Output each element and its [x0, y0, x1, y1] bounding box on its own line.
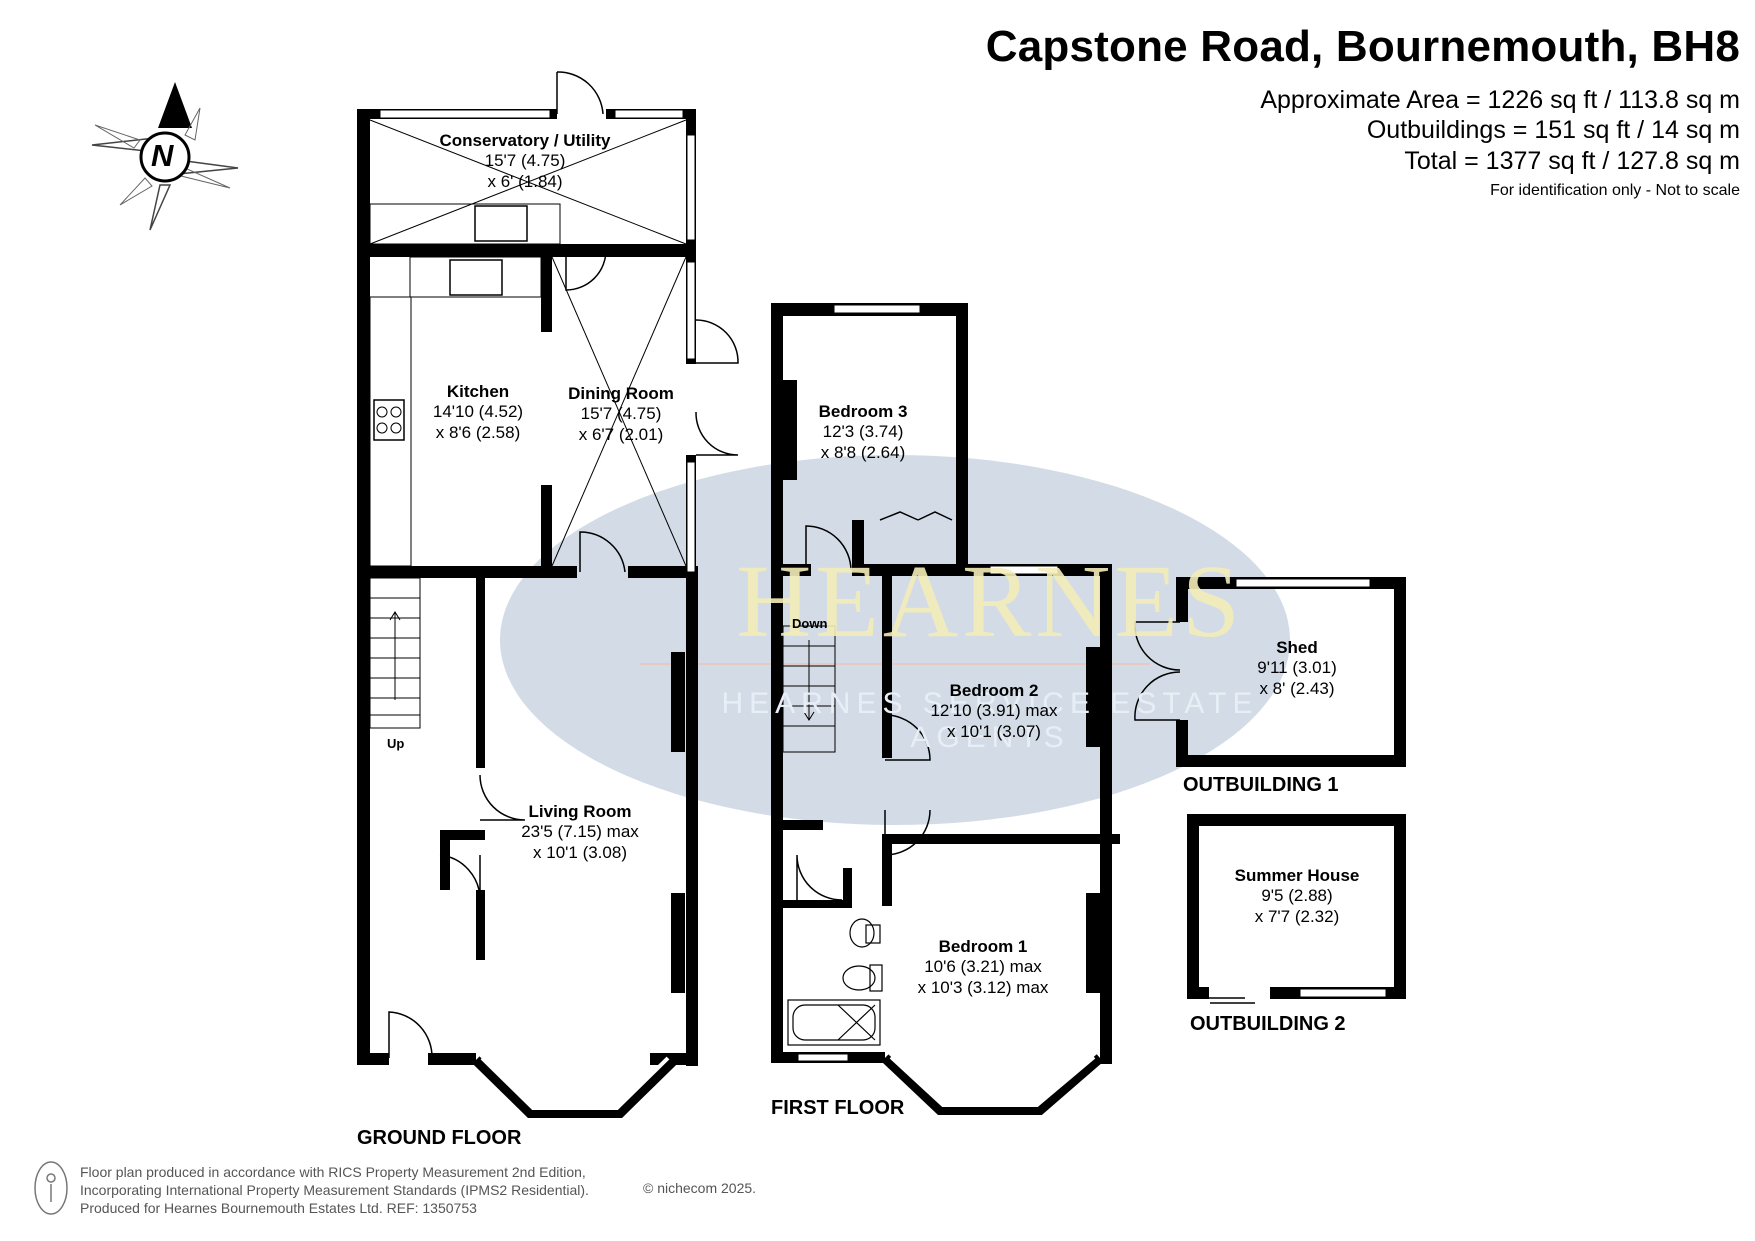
first-bay-window [881, 1054, 1104, 1115]
room-dim1: 15'7 (4.75) [580, 404, 662, 424]
room-dim2: x 8'8 (2.64) [820, 442, 906, 462]
room-dining: Dining Room 15'7 (4.75) x 6'7 (2.01) [568, 384, 674, 445]
footer-line3: Produced for Hearnes Bournemouth Estates… [80, 1200, 477, 1217]
first-windows [797, 304, 1059, 1062]
room-dim1: 14'10 (4.52) [432, 402, 524, 422]
room-bedroom3: Bedroom 3 12'3 (3.74) x 8'8 (2.64) [819, 402, 908, 463]
room-bedroom2: Bedroom 2 12'10 (3.91) max x 10'1 (3.07) [930, 681, 1057, 742]
room-name: Bedroom 1 [938, 937, 1028, 956]
room-dim1: 9'5 (2.88) [1261, 886, 1333, 906]
conservatory-windows [379, 109, 696, 573]
stairs-up [369, 577, 421, 729]
room-name: Bedroom 3 [818, 402, 908, 421]
ground-doors [388, 71, 739, 1059]
outbuildings-area: Outbuildings = 151 sq ft / 14 sq m [1366, 116, 1740, 144]
room-name: Kitchen [446, 382, 510, 401]
room-dim2: x 10'1 (3.08) [533, 842, 627, 862]
room-name: Bedroom 2 [949, 681, 1039, 700]
first-doors [796, 511, 953, 901]
watermark-brand: HEARNES [736, 544, 1244, 659]
room-living: Living Room 23'5 (7.15) max x 10'1 (3.08… [521, 802, 639, 863]
total-area: Total = 1377 sq ft / 127.8 sq m [1404, 147, 1740, 175]
kitchen-fixtures [369, 203, 561, 567]
compass-north-label: N [151, 138, 174, 173]
first-floor-label: FIRST FLOOR [771, 1097, 905, 1119]
stairs-down-label: Down [792, 616, 828, 631]
open-space-markers [369, 119, 687, 567]
footer-line2: Incorporating International Property Mea… [80, 1182, 589, 1199]
room-name: Dining Room [568, 384, 674, 403]
room-dim2: x 10'1 (3.07) [947, 721, 1041, 741]
ground-floor-label: GROUND FLOOR [357, 1127, 522, 1149]
summer-house-door [1200, 997, 1255, 1004]
compass-icon [91, 82, 239, 231]
room-conservatory: Conservatory / Utility 15'7 (4.75) x 6' … [440, 131, 611, 192]
identification-note: For identification only - Not to scale [1490, 182, 1740, 199]
outbuilding1-label: OUTBUILDING 1 [1183, 774, 1339, 796]
room-dim1: 10'6 (3.21) max [924, 957, 1042, 977]
room-summer-house: Summer House 9'5 (2.88) x 7'7 (2.32) [1235, 866, 1360, 927]
room-dim1: 12'10 (3.91) max [930, 701, 1058, 721]
room-dim1: 9'11 (3.01) [1257, 658, 1337, 678]
room-name: Conservatory / Utility [439, 131, 611, 150]
stairs-down [782, 625, 836, 753]
property-title: Capstone Road, Bournemouth, BH8 [985, 22, 1740, 71]
room-dim1: 12'3 (3.74) [822, 422, 904, 442]
room-dim2: x 10'3 (3.12) max [917, 977, 1049, 997]
stairs-up-label: Up [387, 736, 405, 751]
outbuilding2-label: OUTBUILDING 2 [1190, 1013, 1346, 1035]
room-dim2: x 6'7 (2.01) [578, 424, 664, 444]
shed-walls [1176, 577, 1406, 767]
shed-doors [1134, 621, 1181, 721]
room-dim1: 23'5 (7.15) max [521, 822, 639, 842]
room-bedroom1: Bedroom 1 10'6 (3.21) max x 10'3 (3.12) … [918, 937, 1049, 998]
ground-bay-window [472, 1056, 678, 1118]
room-dim2: x 8' (2.43) [1259, 678, 1335, 698]
room-shed: Shed 9'11 (3.01) x 8' (2.43) [1257, 638, 1336, 699]
room-name: Summer House [1234, 866, 1360, 885]
shed-window [1235, 578, 1371, 588]
approx-area: Approximate Area = 1226 sq ft / 113.8 sq… [1260, 86, 1740, 114]
copyright: © nichecom 2025. [643, 1180, 757, 1196]
footer-text: Floor plan produced in accordance with R… [80, 1163, 589, 1218]
room-dim2: x 8'6 (2.58) [435, 422, 521, 442]
room-dim1: 15'7 (4.75) [484, 151, 566, 171]
room-name: Shed [1276, 638, 1318, 657]
person-icon [34, 1161, 68, 1215]
footer-line1: Floor plan produced in accordance with R… [80, 1164, 586, 1180]
room-dim2: x 7'7 (2.32) [1254, 906, 1340, 926]
watermark-tagline: HEARNES SERVICE ESTATE AGENTS [721, 687, 1259, 754]
summer-house-window [1299, 988, 1387, 998]
room-name: Living Room [528, 802, 632, 821]
room-kitchen: Kitchen 14'10 (4.52) x 8'6 (2.58) [433, 382, 523, 443]
bathroom-fixtures [787, 918, 883, 1046]
room-dim2: x 6' (1.84) [487, 171, 563, 191]
